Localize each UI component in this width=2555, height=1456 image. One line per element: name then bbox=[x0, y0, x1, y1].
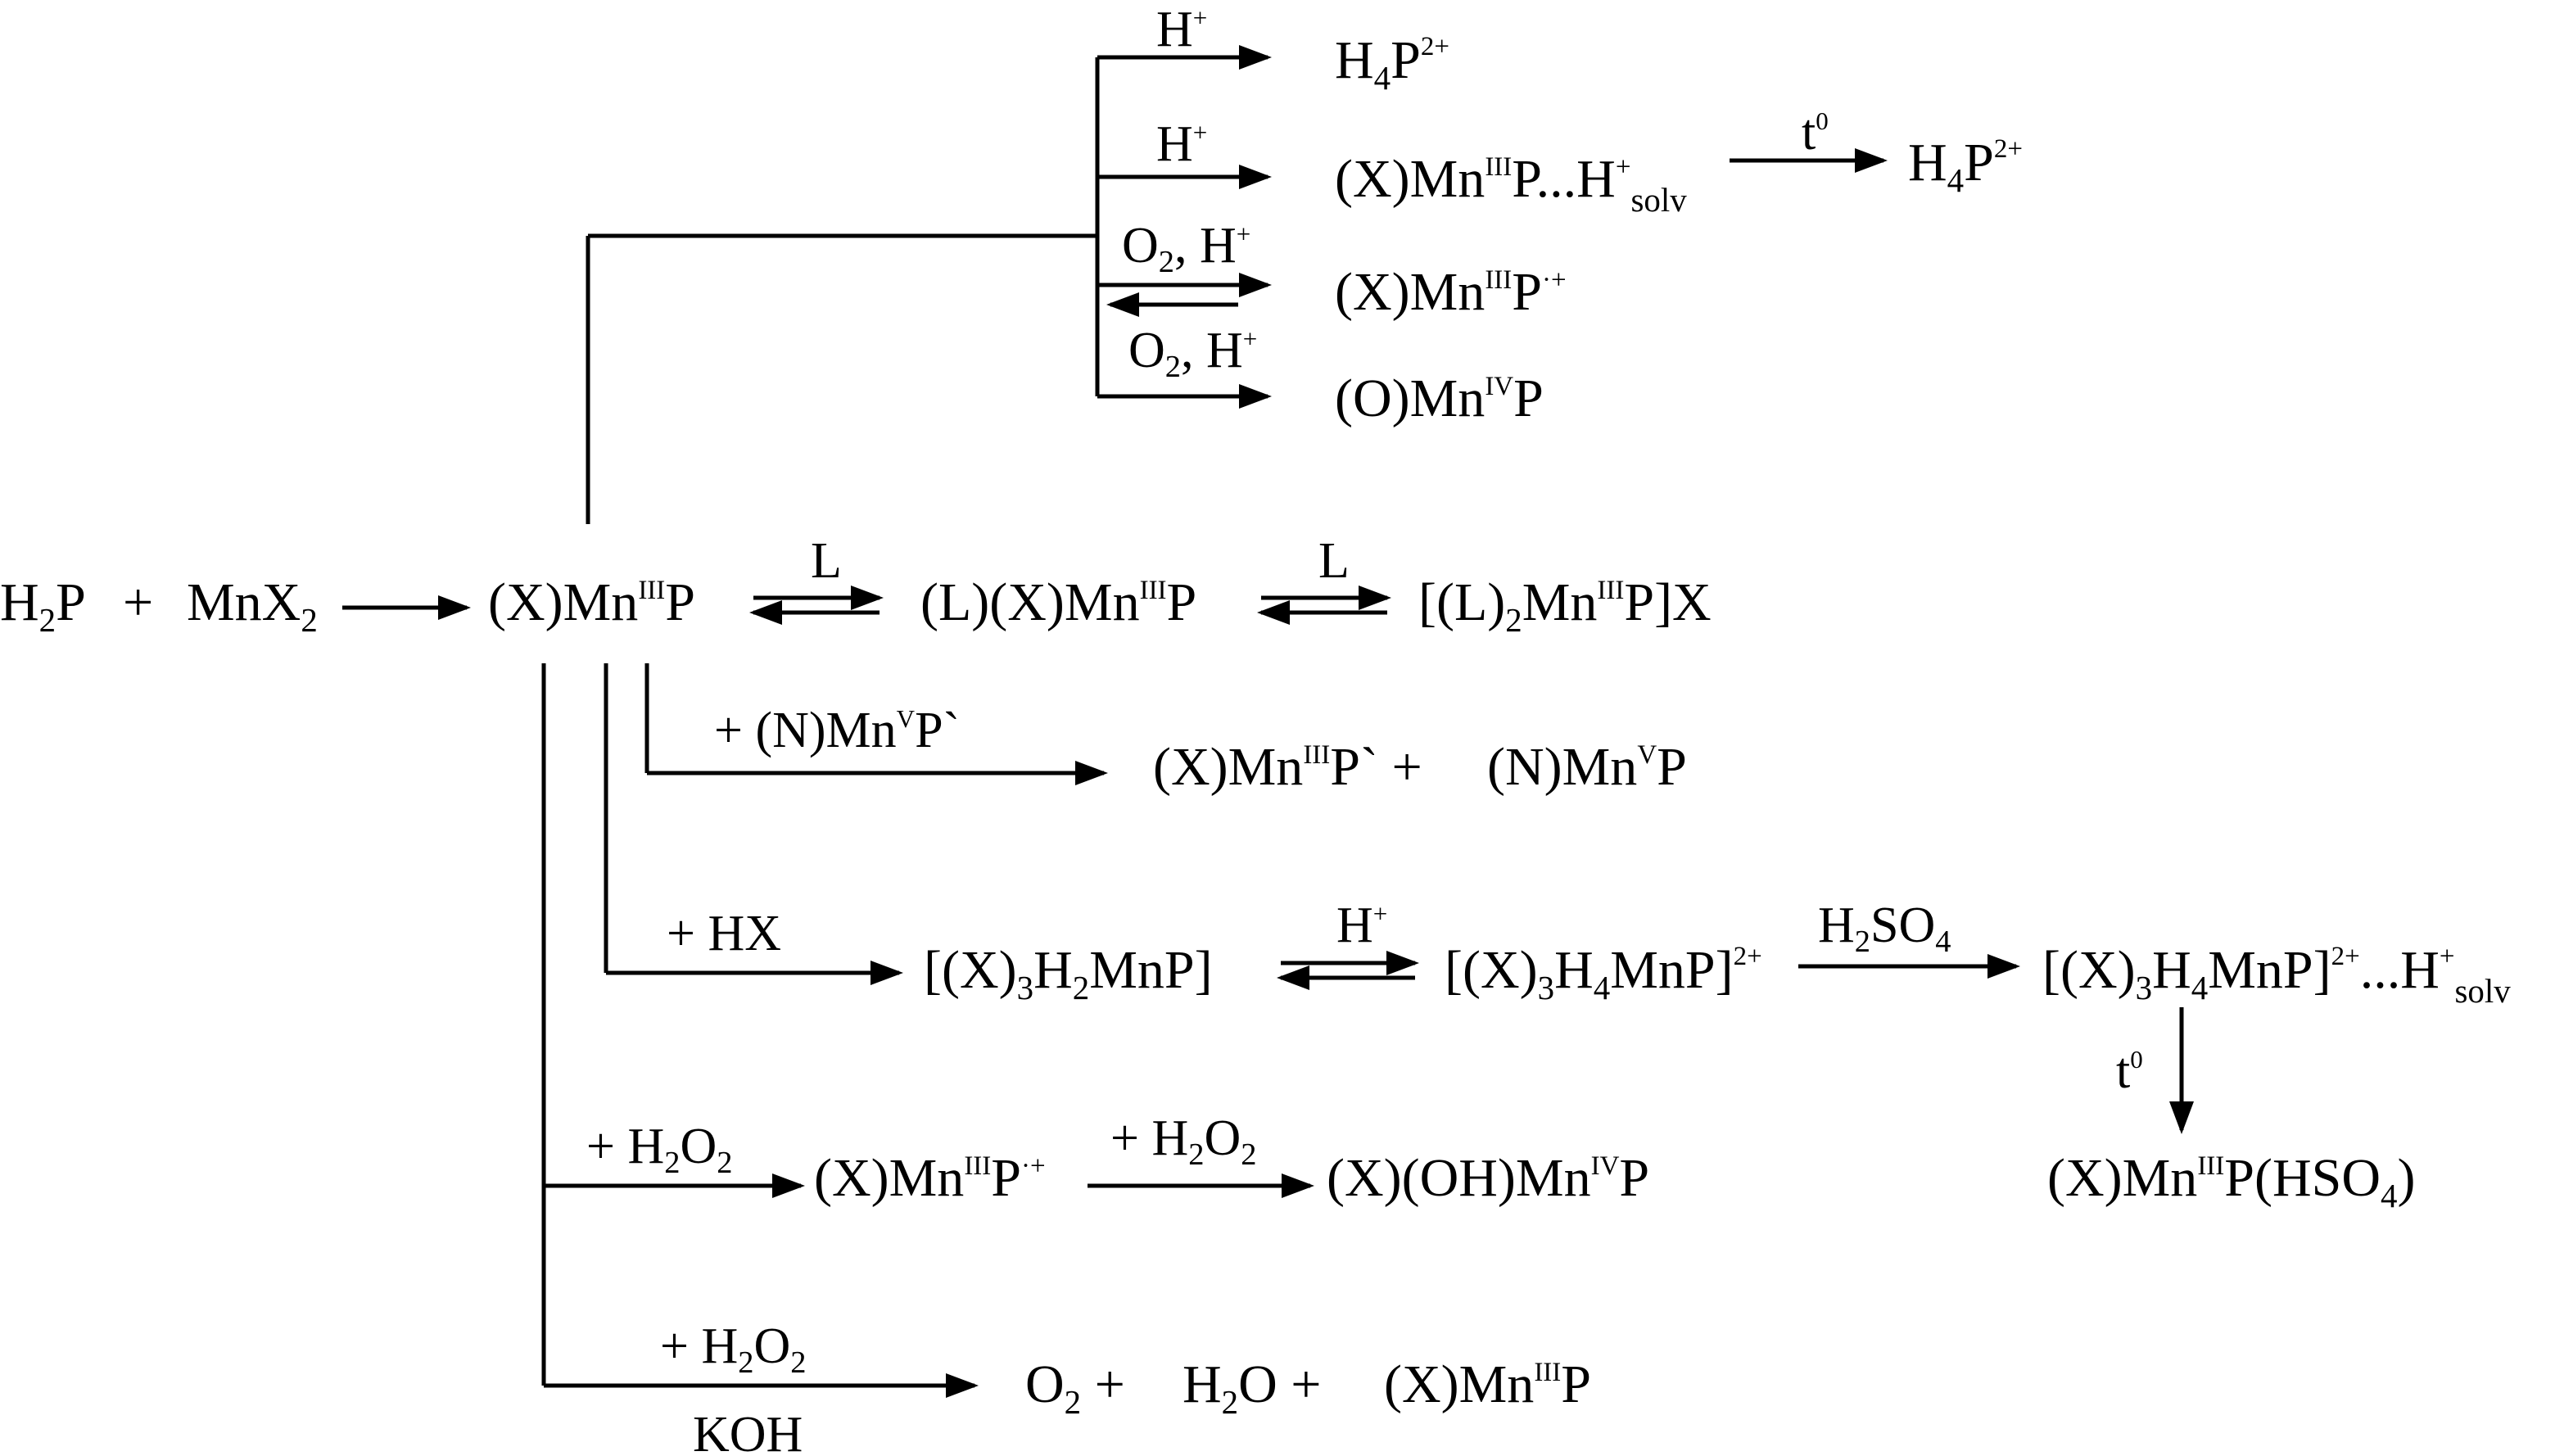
species-xmnp-prime: (X)MnIIIP` + bbox=[1153, 737, 1422, 797]
species-h4p-2: H4P2+ bbox=[1908, 133, 2023, 199]
reagent-h-plus-1: H+ bbox=[1156, 2, 1207, 57]
species-x3h4mnp: [(X)3H4MnP]2+ bbox=[1445, 940, 1762, 1006]
species-x3h2mnp: [(X)3H2MnP] bbox=[924, 940, 1213, 1006]
species-h2o: H2O + bbox=[1183, 1354, 1322, 1421]
species-h4p: H4P2+ bbox=[1335, 30, 1449, 97]
species-mnx2: MnX2 bbox=[187, 572, 318, 639]
reagent-h2so4: H2SO4 bbox=[1818, 898, 1951, 959]
reagent-h2o2-3: + H2O2 bbox=[660, 1318, 806, 1380]
species-xohmnivp: (X)(OH)MnIVP bbox=[1327, 1148, 1649, 1208]
reagent-h2o2-1: + H2O2 bbox=[586, 1119, 732, 1180]
reagent-h2o2-2: + H2O2 bbox=[1110, 1110, 1256, 1172]
species-omnivp: (O)MnIVP bbox=[1335, 369, 1544, 428]
species-xmnp: (X)MnIIIP bbox=[488, 572, 695, 632]
species-nmnvp: (N)MnVP bbox=[1487, 737, 1687, 797]
reagent-o2-h-2: O2, H+ bbox=[1128, 323, 1257, 384]
species-l2mnp-x: [(L)2MnIIIP]X bbox=[1418, 572, 1712, 639]
reagent-t0-1: t0 bbox=[1802, 105, 1829, 161]
species-x3h4mnp-hsolv: [(X)3H4MnP]2+...H+solv bbox=[2042, 940, 2511, 1010]
reagent-L-2: L bbox=[1318, 533, 1350, 589]
reagent-hx: + HX bbox=[667, 906, 781, 961]
plus-sign-main: + bbox=[123, 572, 153, 632]
species-xmnp-radical-2: (X)MnIIIP·+ bbox=[814, 1148, 1046, 1208]
species-xmnp-radical: (X)MnIIIP·+ bbox=[1335, 262, 1567, 322]
reagent-L-1: L bbox=[811, 533, 842, 589]
species-xmnp-hso4: (X)MnIIIP(HSO4) bbox=[2047, 1148, 2415, 1214]
species-h2p: H2P bbox=[0, 572, 86, 639]
species-xmnp-hsolv: (X)MnIIIP...H+solv bbox=[1335, 149, 1687, 219]
reagent-h-plus-3: H+ bbox=[1336, 898, 1387, 953]
species-o2: O2 + bbox=[1025, 1354, 1125, 1421]
reagent-t0-2: t0 bbox=[2116, 1043, 2143, 1099]
species-xmnp-final: (X)MnIIIP bbox=[1384, 1354, 1591, 1414]
reagent-koh: KOH bbox=[693, 1407, 803, 1456]
reagent-h-plus-2: H+ bbox=[1156, 116, 1207, 172]
species-lxmnp: (L)(X)MnIIIP bbox=[920, 572, 1196, 632]
reagent-n-mnvp: + (N)MnVP` bbox=[714, 703, 960, 758]
reagent-o2-h-1: O2, H+ bbox=[1122, 218, 1250, 279]
